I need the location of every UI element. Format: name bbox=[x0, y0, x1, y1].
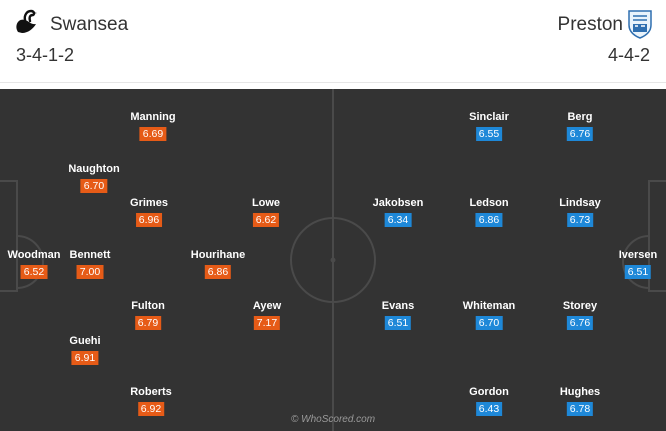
player-rating: 6.69 bbox=[139, 127, 167, 141]
player-away-evans[interactable]: Evans 6.51 bbox=[382, 299, 414, 331]
player-home-ayew[interactable]: Ayew 7.17 bbox=[253, 299, 281, 331]
pitch-markings bbox=[0, 89, 666, 431]
away-team-name[interactable]: Preston bbox=[557, 14, 623, 35]
home-team-name[interactable]: Swansea bbox=[50, 14, 129, 35]
swan-crest-icon bbox=[16, 9, 37, 33]
player-rating: 6.70 bbox=[80, 179, 108, 193]
player-away-hughes[interactable]: Hughes 6.78 bbox=[560, 385, 600, 417]
player-name: Lowe bbox=[251, 197, 281, 209]
player-rating: 6.51 bbox=[624, 265, 652, 279]
player-name: Manning bbox=[130, 111, 176, 123]
player-rating: 6.79 bbox=[134, 316, 162, 330]
player-rating: 6.76 bbox=[566, 127, 594, 141]
player-rating: 6.78 bbox=[566, 402, 594, 416]
player-name: Ledson bbox=[469, 197, 509, 209]
player-rating: 6.34 bbox=[384, 213, 412, 227]
player-away-storey[interactable]: Storey 6.76 bbox=[563, 299, 597, 331]
player-away-sinclair[interactable]: Sinclair 6.55 bbox=[469, 110, 509, 142]
player-rating: 6.43 bbox=[475, 402, 503, 416]
player-rating: 6.96 bbox=[135, 213, 163, 227]
player-name: Jakobsen bbox=[372, 197, 424, 209]
player-rating: 6.51 bbox=[384, 316, 412, 330]
player-rating: 6.70 bbox=[475, 316, 503, 330]
player-away-gordon[interactable]: Gordon 6.43 bbox=[469, 385, 509, 417]
player-away-jakobsen[interactable]: Jakobsen 6.34 bbox=[372, 196, 424, 228]
player-away-berg[interactable]: Berg 6.76 bbox=[566, 110, 594, 142]
player-home-naughton[interactable]: Naughton 6.70 bbox=[68, 162, 120, 194]
player-name: Iversen bbox=[618, 249, 658, 261]
player-name: Storey bbox=[562, 300, 598, 312]
player-name: Woodman bbox=[7, 249, 61, 261]
home-formation: 3-4-1-2 bbox=[16, 45, 75, 65]
player-rating: 7.17 bbox=[253, 316, 281, 330]
player-rating: 6.76 bbox=[566, 316, 594, 330]
player-rating: 6.86 bbox=[475, 213, 503, 227]
player-home-roberts[interactable]: Roberts 6.92 bbox=[130, 385, 172, 417]
player-rating: 6.73 bbox=[566, 213, 594, 227]
player-rating: 6.62 bbox=[252, 213, 280, 227]
player-away-ledson[interactable]: Ledson 6.86 bbox=[469, 196, 509, 228]
player-away-iversen[interactable]: Iversen 6.51 bbox=[618, 248, 658, 280]
player-rating: 6.86 bbox=[204, 265, 232, 279]
player-away-whiteman[interactable]: Whiteman 6.70 bbox=[462, 299, 516, 331]
player-name: Whiteman bbox=[462, 300, 516, 312]
player-name: Hourihane bbox=[190, 249, 246, 261]
player-name: Roberts bbox=[130, 386, 172, 398]
player-home-bennett[interactable]: Bennett 7.00 bbox=[69, 248, 111, 280]
player-name: Lindsay bbox=[559, 197, 601, 209]
player-home-grimes[interactable]: Grimes 6.96 bbox=[130, 196, 168, 228]
player-home-fulton[interactable]: Fulton 6.79 bbox=[131, 299, 165, 331]
player-name: Ayew bbox=[252, 300, 282, 312]
player-rating: 6.91 bbox=[71, 351, 99, 365]
player-name: Naughton bbox=[68, 163, 120, 175]
player-name: Sinclair bbox=[469, 111, 509, 123]
match-header: Swansea 3-4-1-2 Preston 4-4-2 bbox=[0, 0, 666, 83]
preston-crest-icon bbox=[628, 10, 652, 39]
pitch: Woodman 6.52 Naughton 6.70 Bennett 7.00 … bbox=[0, 89, 666, 431]
player-home-manning[interactable]: Manning 6.69 bbox=[130, 110, 176, 142]
player-name: Bennett bbox=[69, 249, 111, 261]
player-home-woodman[interactable]: Woodman 6.52 bbox=[7, 248, 61, 280]
player-rating: 6.92 bbox=[137, 402, 165, 416]
player-home-guehi[interactable]: Guehi 6.91 bbox=[69, 334, 101, 366]
player-home-lowe[interactable]: Lowe 6.62 bbox=[252, 196, 280, 228]
player-name: Evans bbox=[381, 300, 415, 312]
player-rating: 6.52 bbox=[20, 265, 48, 279]
player-name: Berg bbox=[567, 111, 593, 123]
player-name: Hughes bbox=[559, 386, 601, 398]
whoscored-watermark: © WhoScored.com bbox=[291, 414, 376, 425]
player-name: Gordon bbox=[469, 386, 509, 398]
player-name: Grimes bbox=[130, 197, 168, 209]
away-formation: 4-4-2 bbox=[607, 45, 650, 65]
player-rating: 7.00 bbox=[76, 265, 104, 279]
player-home-hourihane[interactable]: Hourihane 6.86 bbox=[191, 248, 245, 280]
player-rating: 6.55 bbox=[475, 127, 503, 141]
player-away-lindsay[interactable]: Lindsay 6.73 bbox=[559, 196, 601, 228]
player-name: Fulton bbox=[131, 300, 165, 312]
player-name: Guehi bbox=[69, 335, 101, 347]
